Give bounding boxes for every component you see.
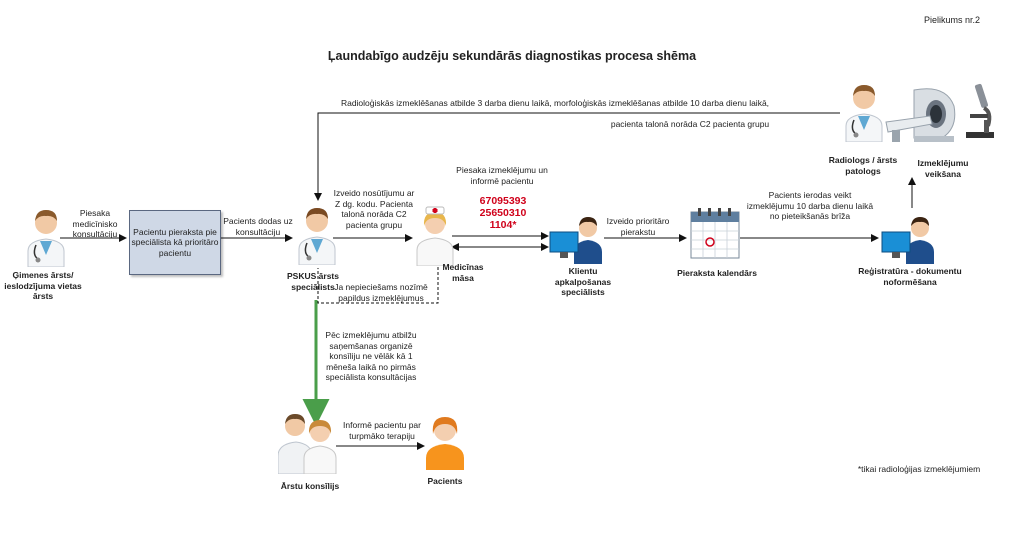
patient-goes-label: Pacients dodas uz konsultāciju	[223, 216, 293, 237]
footnote: *tikai radioloģijas izmeklējumiem	[857, 464, 981, 474]
operator-icon	[881, 217, 934, 264]
radiologist-label: Radiologs / ārsts patologs	[828, 155, 898, 176]
calendar-icon	[690, 208, 740, 259]
priority-label: Izveido prioritāro pierakstu	[606, 216, 670, 237]
calendar-label: Pieraksta kalendārs	[677, 268, 757, 278]
arrow-radiologist-to-pskus	[314, 112, 840, 201]
nurse-label: Medicīnas māsa	[442, 262, 484, 283]
referral-label: Izveido nosūtījumu ar Z dg. kodu. Pacien…	[333, 188, 415, 230]
council-organize-label: Pēc izmeklējumu atbilžu saņemšanas organ…	[325, 330, 417, 382]
pskus-label: PSKUS ārsts speciālists	[287, 271, 339, 292]
registers-label: Piesaka izmeklējumu un informē pacientu	[456, 165, 548, 186]
top-flow-line2: pacienta talonā norāda C2 pacienta grupu	[610, 119, 770, 129]
family-doctor-label: Ģimenes ārsts/ ieslodzījuma vietas ārsts	[4, 270, 82, 301]
if-needed-label: Ja nepieciešams nozīmē papildus izmeklēj…	[334, 282, 428, 303]
doctor-icon	[845, 85, 883, 142]
nurse-icon	[416, 206, 454, 266]
ct-scanner-icon	[885, 88, 956, 142]
phone-3: 1104*	[489, 219, 517, 231]
operator-icon	[549, 217, 602, 264]
patient-icon	[426, 417, 464, 470]
dashed-feedback	[317, 262, 439, 304]
doctor-icon	[298, 208, 336, 265]
priority-registration-text: Pacientu pieraksta pie speciālista kā pr…	[131, 226, 219, 258]
doctor-icon	[27, 210, 65, 267]
phone-1: 67095393	[479, 195, 527, 207]
council-label: Ārstu konsīlijs	[280, 481, 340, 491]
page-title: Ļaundabīgo audzēju sekundārās diagnostik…	[327, 49, 697, 63]
patients-label: Pacients	[427, 476, 463, 486]
top-flow-line1: Radioloģiskās izmeklēšanas atbilde 3 dar…	[340, 98, 770, 108]
client-label: Klientu apkalpošanas speciālists	[554, 266, 612, 297]
apply-consult-label: Piesaka medicīnisko konsultāciju	[72, 208, 118, 239]
council-icon	[278, 414, 337, 474]
microscope-icon	[966, 83, 994, 138]
inform-label: Informē pacientu par turpmāko terapiju	[343, 420, 421, 441]
registry-label: Reģistratūra - dokumentu noformēšana	[858, 266, 962, 287]
priority-registration-box: Pacientu pieraksta pie speciālista kā pr…	[129, 210, 221, 275]
exam-label: Izmeklējumu veikšana	[917, 158, 969, 179]
phone-2: 25650310	[479, 207, 527, 219]
arrives-label: Pacients ierodas veikt izmeklējumu 10 da…	[746, 190, 874, 221]
appendix-label: Pielikums nr.2	[923, 15, 980, 25]
